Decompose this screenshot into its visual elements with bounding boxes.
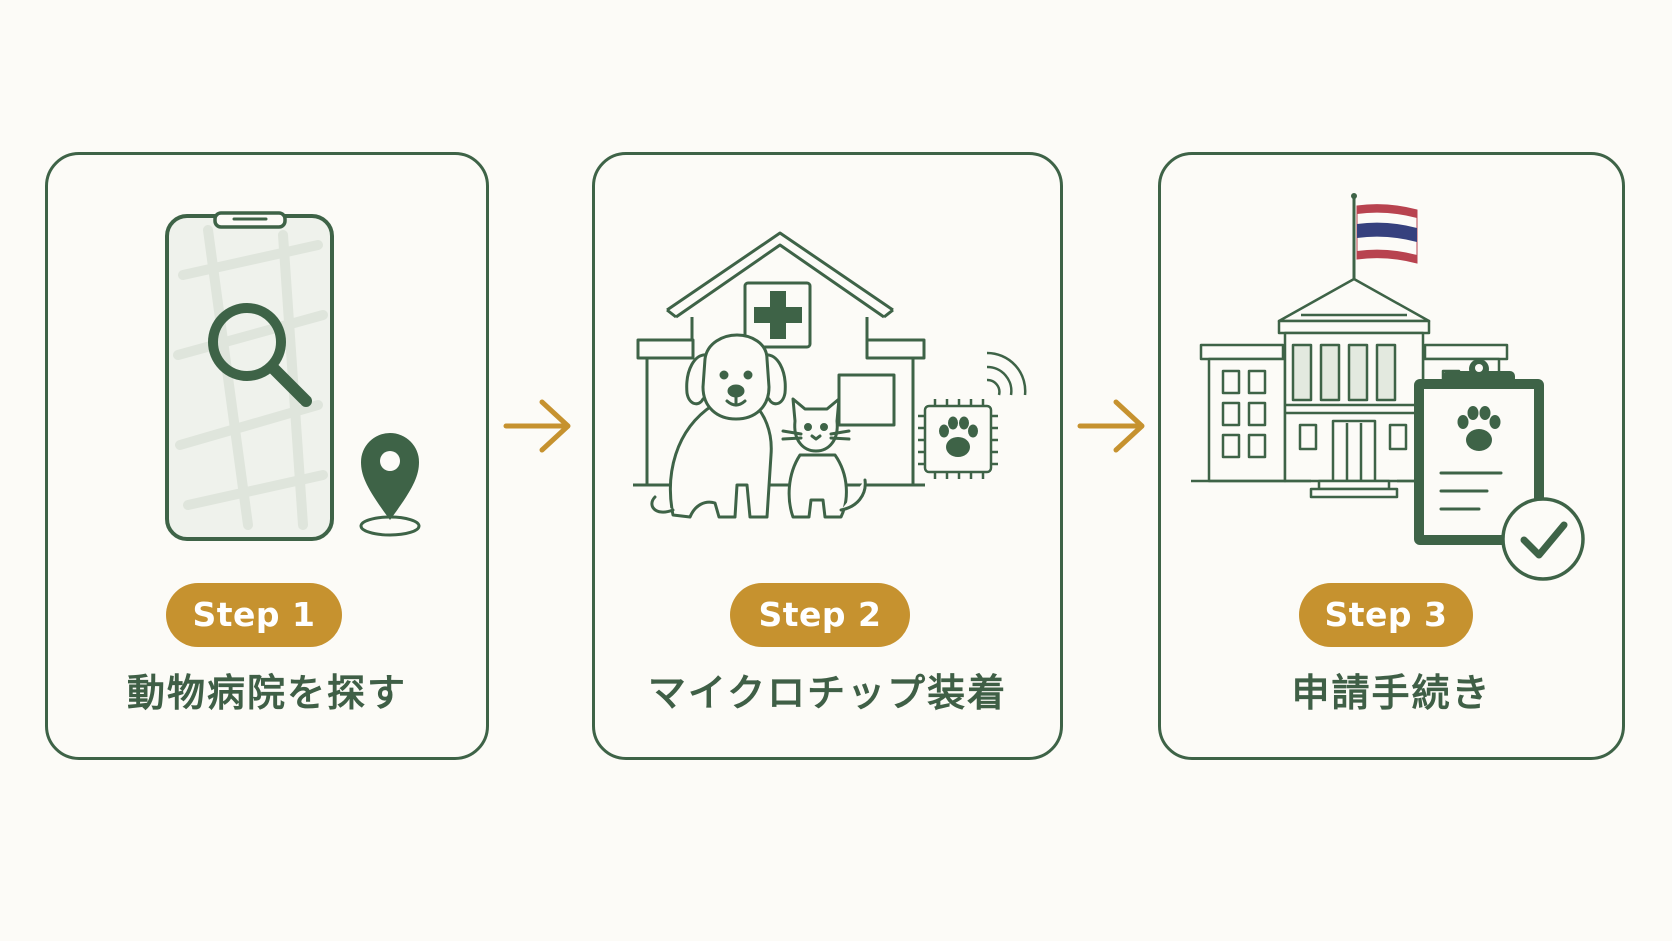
checkmark-icon: [1501, 497, 1585, 581]
step-card-1: Step 1 動物病院を探す: [45, 152, 489, 760]
step-1-badge: Step 1: [166, 583, 342, 647]
magnifier-icon: [208, 303, 312, 407]
clipboard-icon: [1414, 359, 1544, 545]
step-2-illustration: [633, 231, 1027, 519]
cat-icon: [781, 397, 867, 519]
step-2-badge: Step 2: [730, 583, 910, 647]
paw-icon: [1457, 406, 1501, 451]
step-1-label: 動物病院を探す: [126, 671, 407, 715]
step-2-label: マイクロチップ装着: [647, 671, 1008, 715]
step-3-label: 申請手続き: [1291, 671, 1492, 715]
medical-cross-icon: [754, 291, 802, 339]
step-card-3: Step 3 申請手続き: [1158, 152, 1625, 760]
arrow-right-icon: [503, 399, 571, 453]
microchip-icon: [918, 351, 1027, 479]
step-1-illustration: [165, 211, 421, 541]
step-3-badge: Step 3: [1299, 583, 1473, 647]
paw-icon: [939, 416, 978, 457]
dog-icon: [650, 333, 787, 519]
location-pin-icon: [359, 433, 421, 537]
thai-flag-icon: [1351, 193, 1418, 280]
step-card-2: Step 2 マイクロチップ装着: [592, 152, 1063, 760]
step-3-illustration: [1191, 193, 1585, 581]
arrow-right-icon: [1077, 399, 1145, 453]
